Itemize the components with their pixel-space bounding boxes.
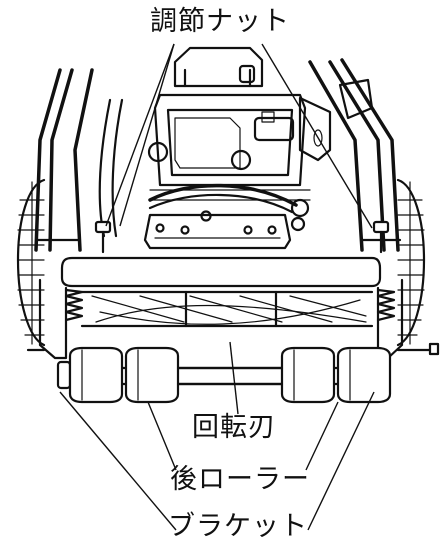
reel-blade [80, 290, 374, 328]
base-plate [143, 210, 292, 250]
leader-lines [59, 43, 375, 531]
right-adjust-nut [372, 220, 390, 254]
label-rotary-blade: 回転刃 [192, 412, 276, 443]
rear-rollers [56, 346, 392, 404]
front-bar [60, 256, 382, 288]
label-rear-roller: 後ローラー [170, 464, 310, 495]
left-spring [64, 288, 84, 322]
label-bracket: ブラケット [168, 511, 308, 542]
left-wheel [16, 178, 46, 347]
engine-block [147, 46, 374, 201]
right-wheel [396, 178, 426, 347]
right-spring [376, 288, 396, 322]
left-adjust-nut [94, 220, 112, 254]
label-adjust-nut: 調節ナット [150, 6, 290, 37]
handle-frame [34, 58, 402, 252]
